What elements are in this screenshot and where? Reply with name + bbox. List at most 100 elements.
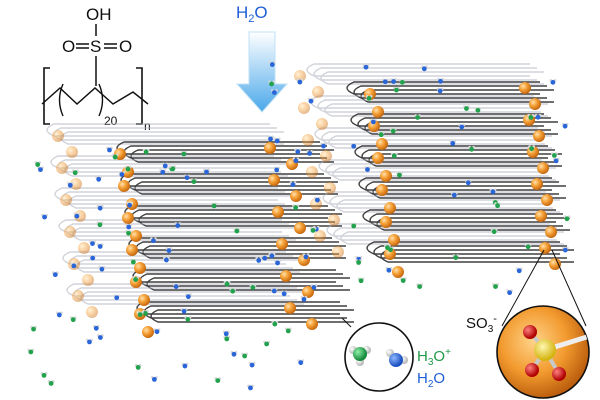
ion-molecule: [118, 171, 126, 177]
ion-molecule: [468, 145, 475, 152]
headgroup-sphere: [384, 202, 396, 214]
ion-molecule: [414, 114, 422, 120]
ion-molecule: [40, 371, 48, 378]
ion-molecule: [174, 222, 182, 228]
ion-molecule: [150, 237, 157, 244]
headgroup-sphere: [72, 290, 84, 302]
ion-molecule: [30, 325, 37, 332]
ion-molecule: [190, 178, 198, 185]
sulfonate-head-groups: [52, 70, 561, 338]
ion-molecule: [96, 334, 104, 340]
ion-molecule: [89, 254, 97, 261]
ion-molecule: [134, 364, 142, 370]
ion-molecule: [223, 280, 231, 287]
ion-molecule: [268, 80, 275, 87]
ion-molecule: [89, 240, 96, 247]
headgroup-sphere: [290, 190, 302, 202]
ion-molecule: [249, 284, 257, 290]
water-molecule-icon: [386, 349, 408, 367]
ion-molecule: [247, 384, 254, 391]
ion-molecule: [393, 86, 400, 93]
ion-molecule: [474, 106, 482, 113]
ion-molecule: [494, 202, 501, 209]
ion-molecule: [320, 142, 327, 149]
hydroxyl-label: OH: [86, 5, 112, 24]
ion-molecule: [309, 226, 317, 233]
ion-molecule: [302, 253, 310, 260]
water-and-hydronium-ions: [27, 61, 571, 391]
ion-molecule: [181, 362, 189, 369]
ion-molecule: [106, 146, 113, 153]
ion-molecule: [549, 78, 557, 85]
ion-molecule: [37, 166, 44, 173]
ion-molecule: [111, 153, 119, 160]
ion-molecule: [41, 213, 48, 220]
ion-molecule: [297, 359, 305, 366]
ion-molecule: [136, 311, 144, 318]
ion-molecule: [396, 171, 403, 178]
ion-molecule: [98, 265, 106, 272]
headgroup-sphere: [118, 180, 130, 192]
polymer-subscript-n: n: [144, 119, 151, 133]
headgroup-sphere: [332, 246, 344, 258]
headgroup-sphere: [314, 230, 326, 242]
ion-molecule: [132, 276, 140, 282]
headgroup-sphere: [52, 130, 64, 142]
repeat-subscript: 20: [104, 114, 118, 128]
ion-molecule: [515, 267, 523, 274]
headgroup-sphere: [368, 120, 380, 132]
headgroup-sphere: [531, 178, 543, 190]
ion-molecule: [506, 289, 514, 296]
ion-molecule: [362, 63, 370, 70]
headgroup-sphere: [380, 216, 392, 228]
headgroup-sphere: [533, 130, 545, 142]
headgroup-sphere: [126, 244, 138, 256]
ion-molecule: [306, 150, 314, 156]
hydronium-label: H3O+: [417, 347, 451, 368]
headgroup-sphere: [541, 194, 553, 206]
ion-molecule: [271, 320, 279, 327]
headgroup-sphere: [298, 102, 310, 114]
ion-molecule: [66, 181, 74, 188]
headgroup-sphere: [280, 270, 292, 282]
headgroup-sphere: [539, 242, 551, 254]
ion-molecule: [96, 204, 104, 211]
ion-callout: H3O+ H2O: [341, 317, 451, 392]
ion-molecule: [450, 191, 458, 198]
headgroup-sphere: [372, 152, 384, 164]
ion-molecule: [184, 293, 192, 300]
ion-molecule: [255, 257, 263, 263]
headgroup-sphere: [138, 294, 150, 306]
ion-molecule: [124, 165, 132, 172]
ion-molecule: [550, 152, 558, 158]
ion-molecule: [71, 169, 79, 176]
ion-molecule: [96, 221, 104, 228]
ion-molecule: [280, 290, 288, 297]
ion-molecule: [169, 165, 177, 172]
ion-molecule: [223, 335, 231, 342]
ion-molecule: [310, 284, 318, 290]
headgroup-sphere: [316, 118, 328, 130]
ion-molecule: [270, 287, 278, 294]
headgroup-sphere: [64, 226, 76, 238]
headgroup-sphere: [272, 206, 284, 218]
ion-molecule: [463, 105, 470, 111]
ion-molecule: [150, 375, 158, 382]
ion-molecule: [384, 244, 391, 251]
headgroup-sphere: [306, 166, 318, 178]
ion-molecule: [165, 247, 173, 254]
headgroup-sphere: [130, 230, 142, 242]
ion-molecule: [534, 113, 542, 120]
ion-molecule: [70, 262, 78, 269]
ion-molecule: [96, 243, 104, 249]
lamellar-crystal: [27, 61, 574, 391]
ion-molecule: [241, 352, 249, 359]
ion-molecule: [180, 150, 188, 157]
ion-molecule: [267, 135, 274, 142]
ion-molecule: [273, 137, 281, 144]
ion-molecule: [399, 277, 407, 284]
headgroup-sphere: [535, 210, 547, 222]
headgroup-sphere: [70, 178, 82, 190]
headgroup-sphere: [82, 274, 94, 286]
headgroup-sphere: [74, 210, 86, 222]
